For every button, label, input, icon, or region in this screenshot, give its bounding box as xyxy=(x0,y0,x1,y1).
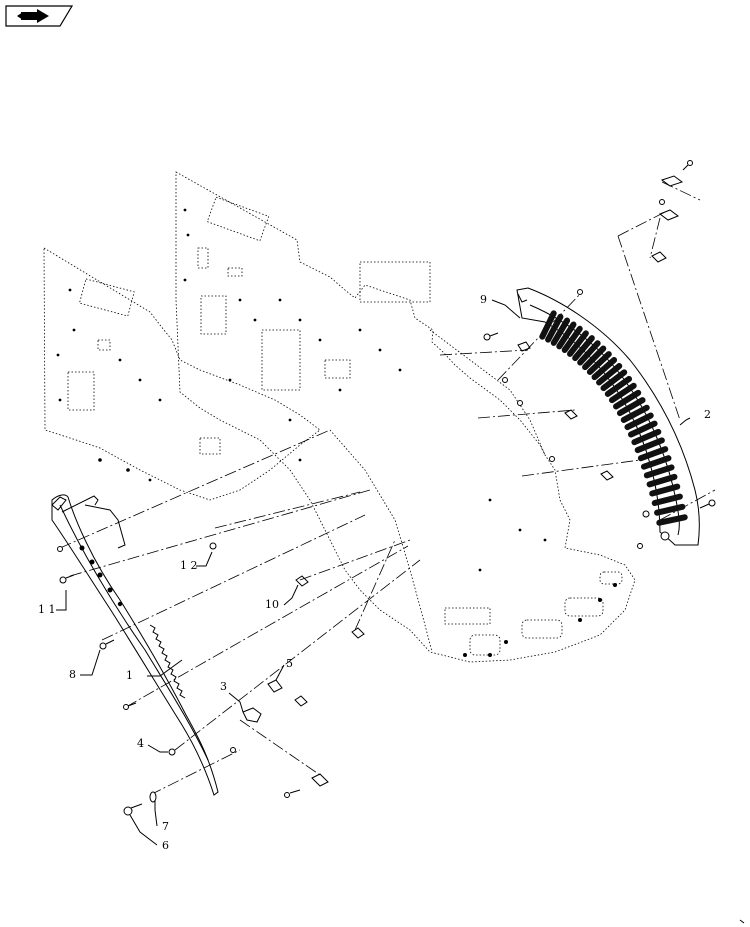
grille-slot xyxy=(646,473,678,488)
next-page-button[interactable] xyxy=(5,5,73,27)
grille-slot xyxy=(545,313,564,343)
clip xyxy=(600,470,614,481)
callout-1: 1 xyxy=(126,669,133,682)
bolt xyxy=(517,400,523,406)
nut-4 xyxy=(168,748,176,756)
grille-slot xyxy=(561,325,583,354)
grille-slot xyxy=(596,363,623,386)
clip-10 xyxy=(295,575,309,587)
next-page-arrow-icon xyxy=(17,9,49,23)
grille-slot xyxy=(643,464,675,479)
clip xyxy=(294,695,308,707)
bolt-11 xyxy=(59,574,75,584)
clip-12 xyxy=(209,542,217,550)
grille-slot xyxy=(649,483,681,497)
callout-10: 10 xyxy=(265,598,279,611)
clip xyxy=(351,627,365,639)
bolt xyxy=(549,456,555,462)
clip xyxy=(517,341,531,352)
grille-slot xyxy=(600,369,628,392)
grille-slot xyxy=(577,340,601,366)
grille-slot xyxy=(651,493,683,506)
bracket-cluster xyxy=(649,160,701,263)
bolt xyxy=(699,499,716,509)
clip-5 xyxy=(267,679,283,693)
callout-4: 4 xyxy=(137,737,144,750)
grille-slot xyxy=(637,446,669,462)
screw xyxy=(284,789,301,798)
hardware-fasteners xyxy=(57,160,716,816)
screw xyxy=(57,546,63,552)
callout-12: 1 2 xyxy=(180,559,198,572)
screw xyxy=(123,702,137,710)
callout-leaders xyxy=(56,299,691,846)
grille-slot xyxy=(604,375,633,397)
callout-7: 7 xyxy=(162,820,169,833)
grille-slot xyxy=(616,397,646,417)
callout-9: 9 xyxy=(480,293,487,306)
panel-holes xyxy=(56,208,642,657)
grille-slot xyxy=(620,404,650,423)
callout-8: 8 xyxy=(69,668,76,681)
callout-2: 2 xyxy=(704,408,711,421)
grille-slot xyxy=(591,356,618,381)
bolt xyxy=(577,289,583,295)
bolt-8 xyxy=(99,639,115,650)
clip xyxy=(564,409,578,420)
screw xyxy=(230,747,236,753)
grille-slot xyxy=(556,321,577,350)
grille-slot xyxy=(634,437,665,454)
grille-slot xyxy=(627,420,658,438)
part-1-left-trim-strip xyxy=(51,494,219,796)
grille-slot xyxy=(631,428,662,446)
callout-6: 6 xyxy=(162,839,169,852)
grille-slot xyxy=(613,389,642,410)
callout-labels: 1 2 3 4 5 6 7 8 9 10 1 1 1 2 xyxy=(38,293,711,852)
grille-slot xyxy=(582,345,607,371)
grille-slots xyxy=(539,310,688,526)
nut xyxy=(642,510,650,518)
bolt xyxy=(502,377,508,383)
bolt-9 xyxy=(483,332,499,341)
grille-slot xyxy=(539,310,557,340)
part-2-right-grille-panel xyxy=(516,287,700,546)
assembly-leader-lines xyxy=(59,211,716,796)
grille-slot xyxy=(656,514,688,526)
grille-slot xyxy=(586,351,612,375)
grille-slot xyxy=(640,455,672,470)
grille-slot xyxy=(572,335,595,362)
clip xyxy=(311,773,329,787)
grille-slot xyxy=(608,382,637,404)
washer-7 xyxy=(149,791,157,803)
nut xyxy=(637,543,643,549)
clip-3 xyxy=(242,707,262,723)
callout-3: 3 xyxy=(220,680,227,693)
callout-5: 5 xyxy=(286,657,293,670)
grille-slot xyxy=(566,330,589,357)
grille-slot xyxy=(550,317,571,346)
grille-slot xyxy=(624,412,654,431)
corner-mark xyxy=(739,919,745,924)
bolt-6 xyxy=(123,803,143,816)
cab-rear-panel xyxy=(43,171,636,663)
callout-11: 1 1 xyxy=(38,603,56,616)
grille-slot xyxy=(654,503,686,516)
